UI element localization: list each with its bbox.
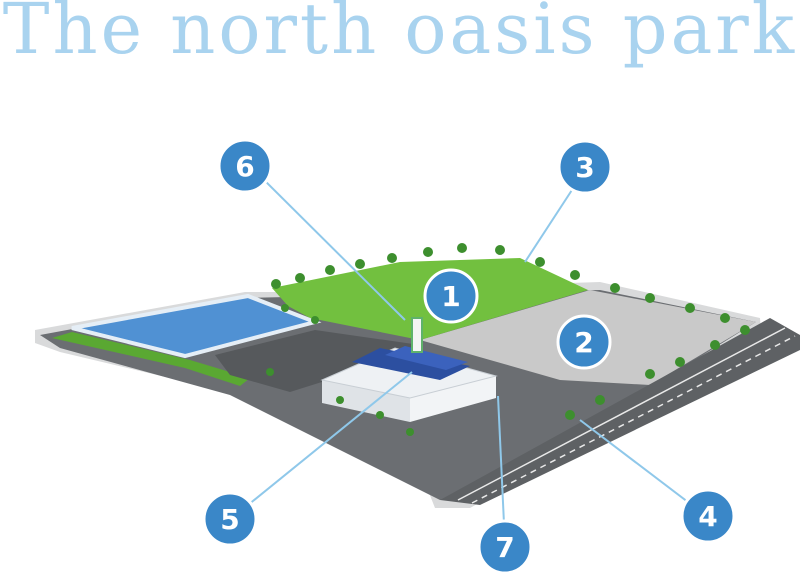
green-strip — [52, 332, 250, 386]
marker-5[interactable]: 5 — [202, 491, 258, 547]
road — [440, 318, 800, 505]
page-title: The north oasis park — [2, 0, 798, 70]
marker-4-label: 4 — [698, 500, 717, 533]
road-dashed-line — [471, 335, 796, 504]
solar-panels — [352, 348, 470, 380]
marker-7[interactable]: 7 — [477, 519, 533, 575]
tower — [411, 317, 423, 353]
marker-2[interactable]: 2 — [556, 314, 612, 370]
road-line — [457, 327, 786, 501]
marker-2-label: 2 — [574, 326, 593, 359]
tree-row — [266, 243, 750, 436]
marker-6-label: 6 — [235, 150, 254, 183]
marker-1[interactable]: 1 — [423, 268, 479, 324]
marker-1-label: 1 — [441, 280, 460, 313]
building-front — [410, 376, 496, 422]
marker-5-label: 5 — [220, 503, 239, 536]
parking-lot — [215, 330, 420, 392]
building-side — [322, 380, 410, 422]
solar-panels-2 — [385, 346, 468, 370]
marker-3[interactable]: 3 — [557, 139, 613, 195]
marker-6[interactable]: 6 — [217, 138, 273, 194]
marker-3-label: 3 — [575, 151, 594, 184]
marker-4[interactable]: 4 — [680, 488, 736, 544]
marker-7-label: 7 — [495, 531, 514, 564]
